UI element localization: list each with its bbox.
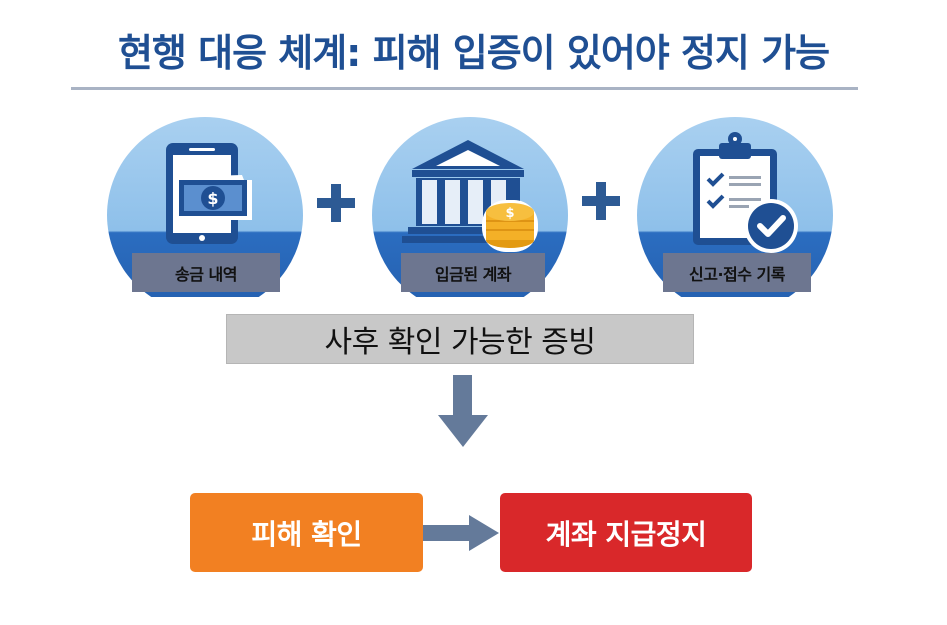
title-divider [71, 87, 858, 90]
evidence-label-report: 신고·접수 기록 [663, 253, 811, 292]
evidence-summary-box: 사후 확인 가능한 증빙 [226, 314, 694, 364]
arrow-down-icon [438, 375, 488, 447]
flow-step-damage-check: 피해 확인 [190, 493, 423, 572]
evidence-label-account: 입금된 계좌 [401, 253, 545, 292]
flow-step-account-freeze: 계좌 지급정지 [500, 493, 752, 572]
evidence-item-transfer: $ [107, 117, 303, 297]
evidence-label-transfer: 송금 내역 [132, 253, 280, 292]
svg-text:$: $ [505, 206, 514, 221]
page-title: 현행 대응 체계: 피해 입증이 있어야 정지 가능 [117, 31, 830, 75]
arrow-right-icon [423, 515, 499, 551]
icon-circle: $ [107, 117, 303, 297]
plus-icon [317, 184, 355, 222]
plus-icon [582, 182, 620, 220]
clipboard-check-icon [693, 132, 798, 253]
svg-text:$: $ [207, 189, 218, 208]
phone-money-icon: $ [166, 143, 252, 244]
bank-coins-icon: $ [402, 140, 538, 252]
